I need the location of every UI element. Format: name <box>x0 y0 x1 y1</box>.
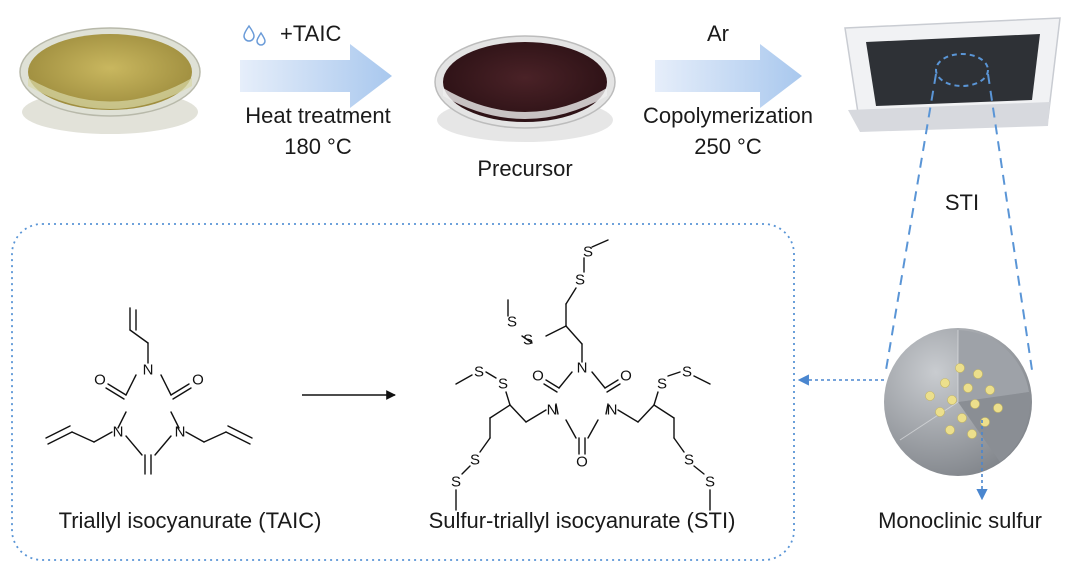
sti-atom-o2: O <box>620 368 632 385</box>
sti-atom-n3: N <box>607 402 618 419</box>
sti-atom-n2: N <box>547 402 558 419</box>
process-arrow-2 <box>655 44 802 108</box>
petri-dish-precursor <box>434 35 616 142</box>
sti-atom-s3: S <box>523 332 533 349</box>
sti-atom-s7: S <box>470 452 480 469</box>
sti-atom-s11: S <box>684 452 694 469</box>
atmosphere-label: Ar <box>707 21 729 46</box>
zoom-circle <box>935 53 989 87</box>
taic-atom-o1: O <box>94 372 106 389</box>
copolymerization-label: Copolymerization <box>643 103 813 128</box>
sti-atom-s10: S <box>682 364 692 381</box>
reagent-label: +TAIC <box>280 21 341 46</box>
copolymerization-temp-label: 250 °C <box>694 134 762 159</box>
taic-atom-n2: N <box>113 424 124 441</box>
sulfur-particles <box>925 363 1003 439</box>
sti-atom-s8: S <box>451 474 461 491</box>
sti-atom-s9: S <box>657 376 667 393</box>
sti-atom-s12: S <box>705 474 715 491</box>
sti-atom-s1: S <box>575 272 585 289</box>
sti-atom-o3: O <box>576 454 588 471</box>
precursor-label: Precursor <box>477 156 572 181</box>
water-drop-icon <box>243 24 266 46</box>
taic-atom-o2: O <box>192 372 204 389</box>
sti-atom-s5: S <box>498 376 508 393</box>
heat-temp-label: 180 °C <box>284 134 352 159</box>
ceramic-boat <box>844 17 1061 132</box>
taic-atom-n3: N <box>175 424 186 441</box>
sti-atom-s2: S <box>583 244 593 261</box>
taic-molecule: N N N O O <box>45 307 253 475</box>
monoclinic-label: Monoclinic sulfur <box>878 508 1042 533</box>
sti-sphere <box>884 328 1032 476</box>
sti-atom-n1: N <box>577 360 588 377</box>
heat-treatment-label: Heat treatment <box>245 103 391 128</box>
taic-label: Triallyl isocyanurate (TAIC) <box>59 508 322 533</box>
structure-panel-frame <box>11 223 795 561</box>
process-arrow-1 <box>240 44 392 108</box>
sti-label: STI <box>945 190 979 215</box>
sti-atom-o1: O <box>532 368 544 385</box>
sti-atom-s4: S <box>507 314 517 331</box>
sti-atom-s6: S <box>474 364 484 381</box>
taic-atom-n1: N <box>143 362 154 379</box>
sti-molecule: N N N O O O S S S S S S S S S S S S <box>451 239 715 511</box>
petri-dish-sulfur <box>19 27 201 134</box>
sti-structure-label: Sulfur-triallyl isocyanurate (STI) <box>429 508 736 533</box>
